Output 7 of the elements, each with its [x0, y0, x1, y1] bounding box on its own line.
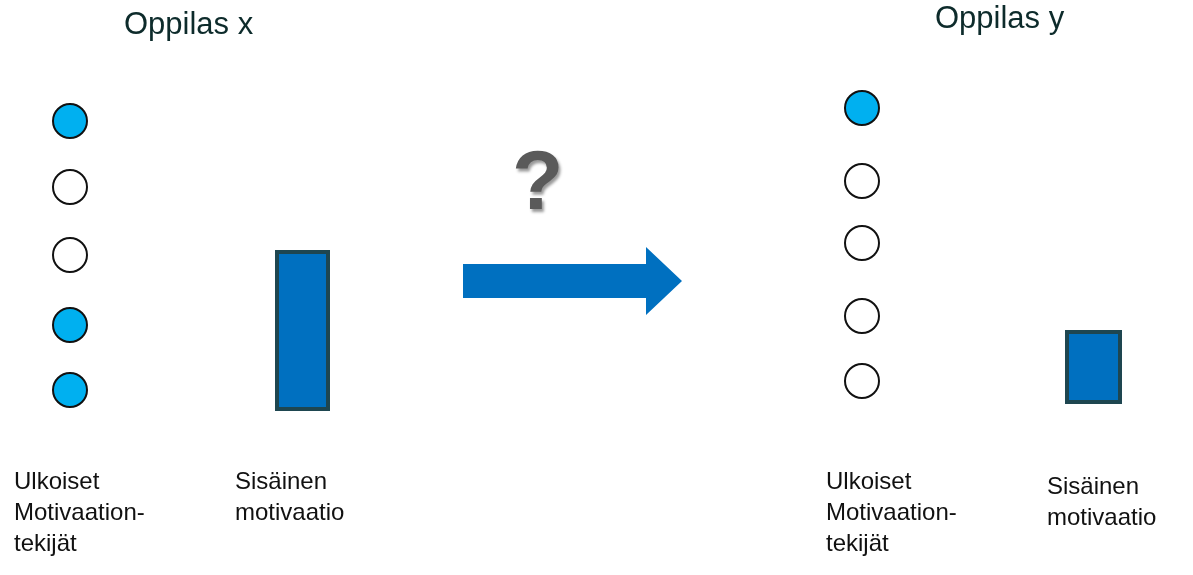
bar-caption: Sisäinen motivaatio	[1047, 471, 1158, 532]
bar-caption: Sisäinen motivaatio	[235, 466, 346, 527]
panel-heading: Oppilas y	[935, 0, 1065, 36]
factor-caption: Ulkoiset Motivaation-tekijät	[826, 466, 958, 558]
panel-heading: Oppilas x	[124, 6, 254, 42]
factor-caption: Ulkoiset Motivaation-tekijät	[14, 466, 146, 558]
question-mark: ?	[512, 140, 564, 220]
